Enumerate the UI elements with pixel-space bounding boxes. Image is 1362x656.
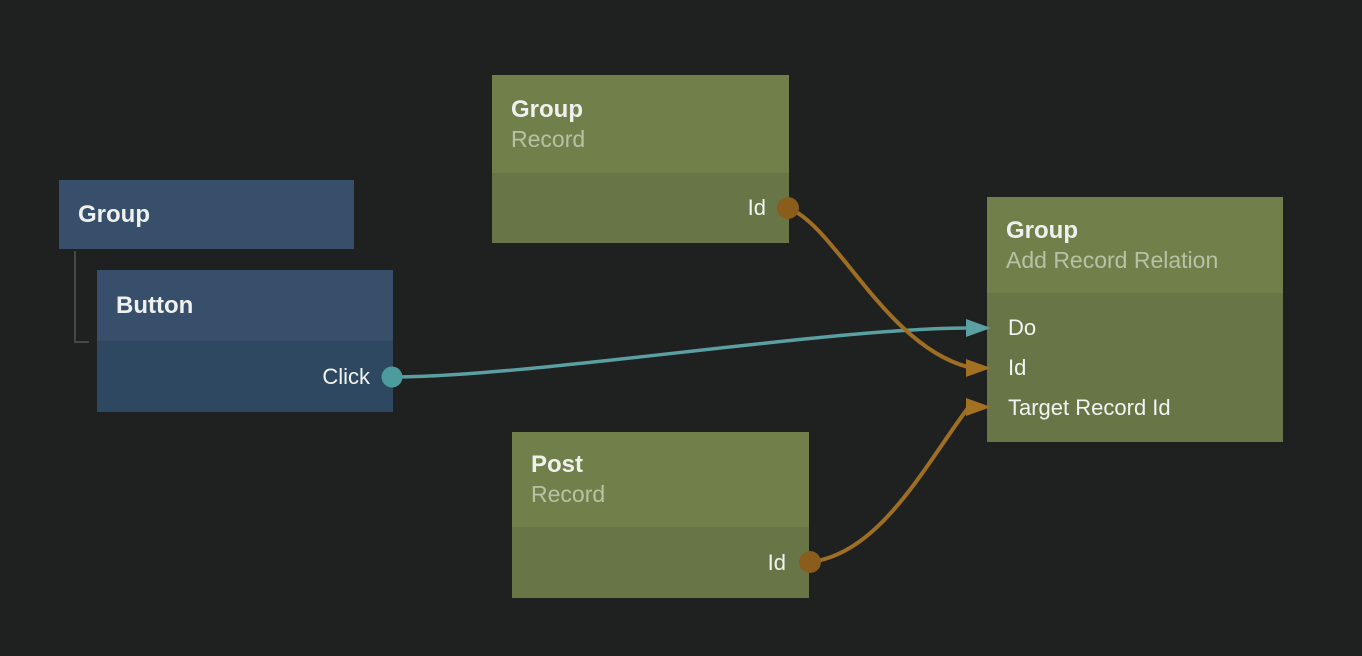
port-label-id: Id [1008,355,1027,380]
hierarchy-line-group-button [74,251,89,343]
node-title: Post [531,451,584,478]
wire-group-id-to-id[interactable] [787,206,969,369]
port-row-id[interactable]: Id [492,173,789,243]
node-title: Button [116,291,194,319]
node-title: Group [1006,216,1078,244]
port-row-id[interactable]: Id [512,527,809,598]
port-label-id: Id [767,549,786,575]
node-group-record-header[interactable]: Group Record [492,75,789,173]
port-label-id: Id [747,195,766,220]
node-title: Group [511,95,583,123]
node-group[interactable]: Group [59,180,354,249]
node-add-record-relation-header[interactable]: Group Add Record Relation [987,197,1283,293]
port-row-id[interactable]: Id [987,348,1283,388]
node-button-header[interactable]: Button [97,270,393,341]
node-button[interactable]: Button Click [97,270,393,412]
node-group-header[interactable]: Group [59,180,354,249]
port-row-target-record-id[interactable]: Target Record Id [987,388,1283,428]
wire-click-to-do[interactable] [391,326,968,379]
node-subtitle: Record [511,125,586,152]
node-subtitle: Add Record Relation [1006,246,1219,273]
node-group-record[interactable]: Group Record Id [492,75,789,243]
node-post-record[interactable]: Post Record Id [512,432,809,598]
port-label-do: Do [1008,315,1037,340]
wire-post-id-to-target-record-id[interactable] [809,406,970,564]
node-subtitle: Record [531,481,606,507]
node-post-record-header[interactable]: Post Record [512,432,809,527]
node-add-record-relation-ports: Do Id Target Record Id [987,293,1283,442]
port-label-click: Click [322,363,370,389]
port-label-target-record-id: Target Record Id [1008,395,1171,420]
port-row-do[interactable]: Do [987,308,1283,348]
port-row-click[interactable]: Click [97,341,393,412]
node-title: Group [78,200,150,228]
node-add-record-relation[interactable]: Group Add Record Relation Do Id Target R… [987,197,1283,442]
